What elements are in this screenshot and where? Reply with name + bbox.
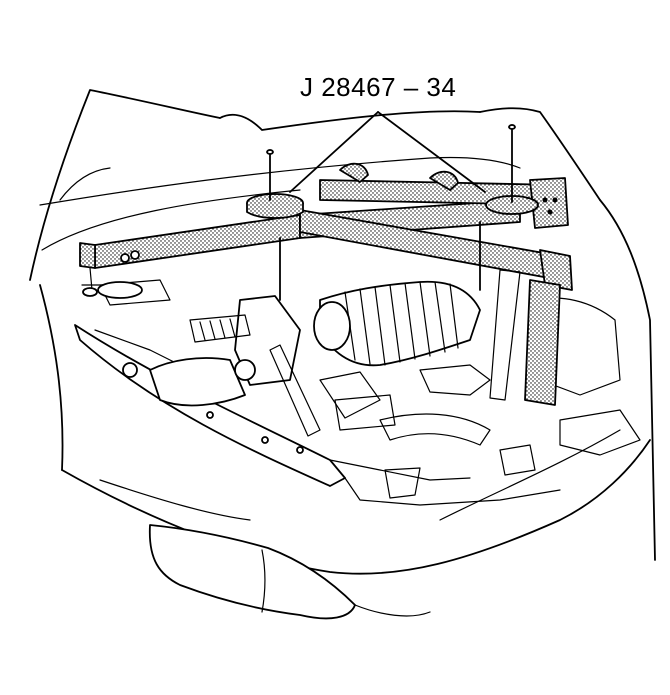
callout-leaders bbox=[289, 111, 486, 193]
radiator-support bbox=[74, 324, 561, 506]
tool-callout-label: J 28467 – 34 bbox=[300, 72, 457, 102]
hood-outline bbox=[29, 89, 601, 281]
vehicle-body bbox=[39, 199, 656, 575]
air-intake-duct bbox=[313, 280, 481, 367]
engine-support-fixture bbox=[79, 124, 573, 406]
right-strut bbox=[524, 279, 561, 406]
headlamp bbox=[148, 524, 431, 620]
